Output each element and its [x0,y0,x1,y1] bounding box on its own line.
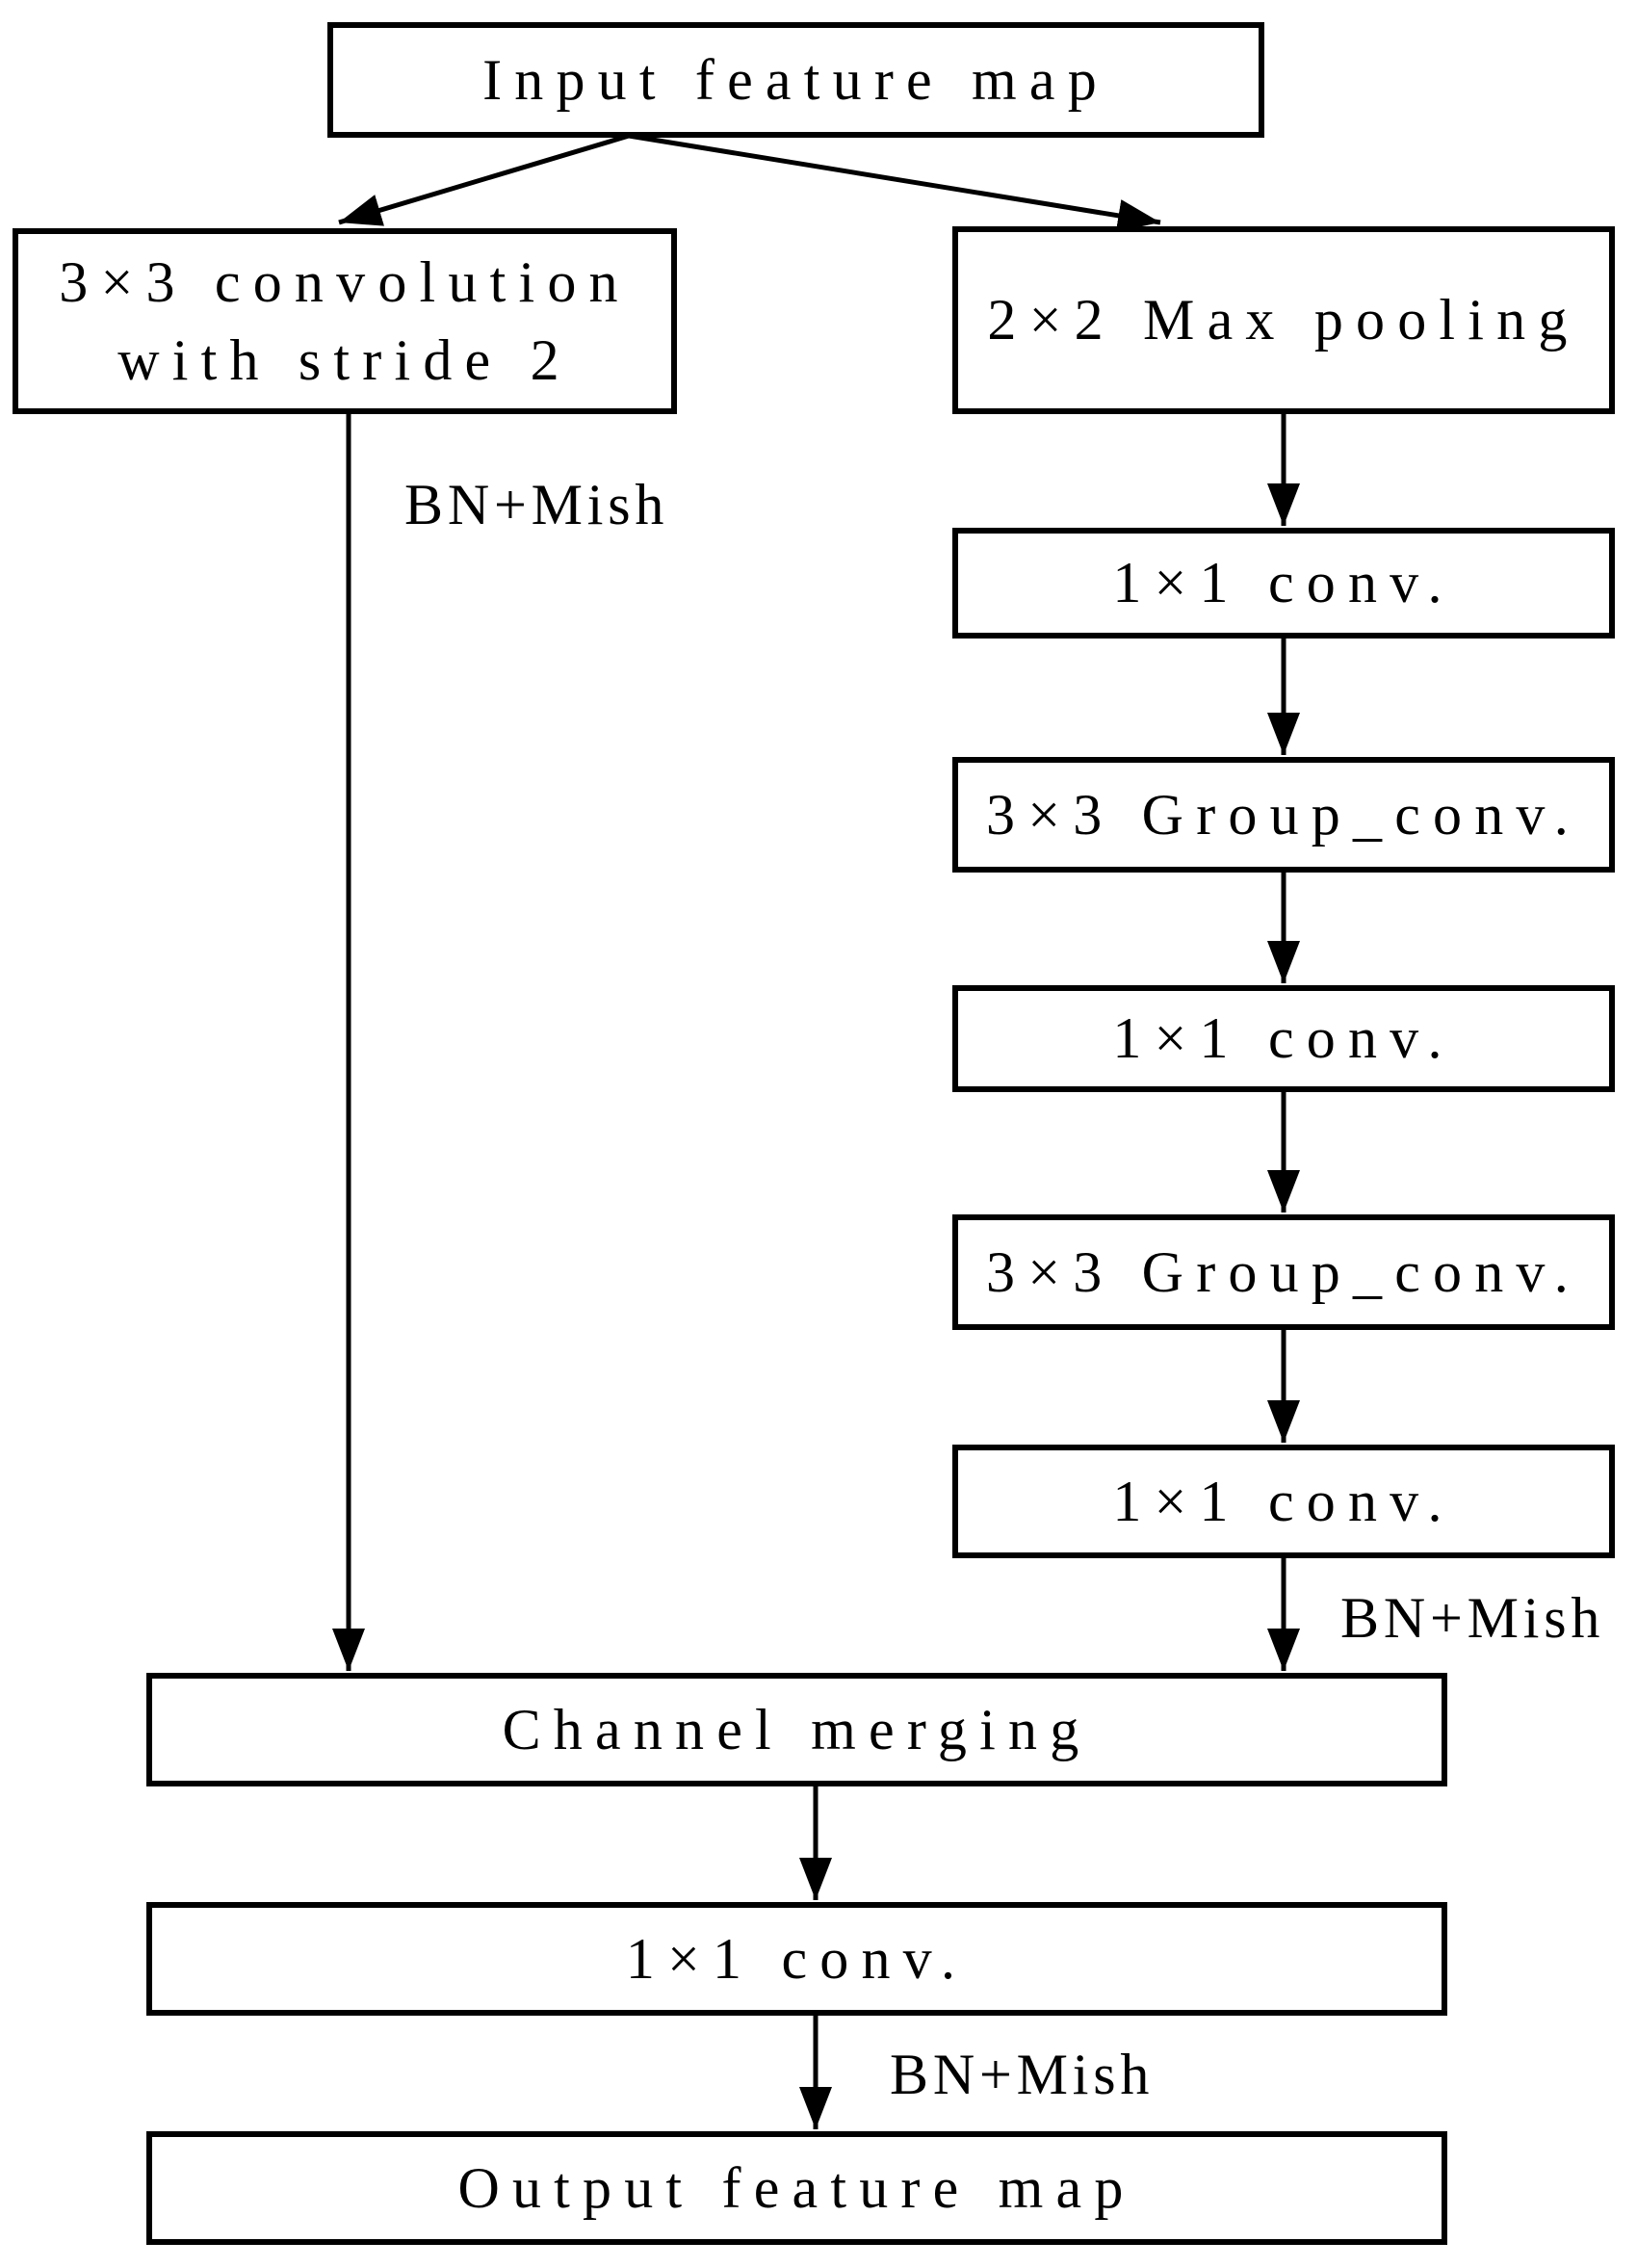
node-2x2-max-pooling: 2×2 Max pooling [952,226,1615,414]
node-input-label: Input feature map [482,47,1109,112]
node-stride-label: 3×3 convolution with stride 2 [59,244,630,400]
bn-mish-label-left-branch: BN+Mish [404,473,669,536]
node-1x1-conv-4: 1×1 conv. [146,1902,1447,2016]
node-conv4-label: 1×1 conv. [625,1926,969,1991]
node-merge-label: Channel merging [502,1697,1092,1761]
node-1x1-conv-2: 1×1 conv. [952,985,1615,1092]
node-output-feature-map: Output feature map [146,2131,1447,2245]
node-conv3-label: 1×1 conv. [1112,1469,1455,1533]
node-1x1-conv-3: 1×1 conv. [952,1445,1615,1558]
bn-mish-label-right-branch: BN+Mish [1340,1586,1605,1650]
node-group2-label: 3×3 Group_conv. [986,1239,1581,1304]
bn-mish-label-bottom: BN+Mish [890,2043,1155,2106]
node-3x3-convolution-stride-2: 3×3 convolution with stride 2 [13,228,677,414]
node-input-feature-map: Input feature map [327,22,1264,138]
node-channel-merging: Channel merging [146,1673,1447,1786]
edge-input-to-maxpool [628,133,1161,232]
node-1x1-conv-1: 1×1 conv. [952,528,1615,639]
node-3x3-group-conv-2: 3×3 Group_conv. [952,1214,1615,1330]
node-3x3-group-conv-1: 3×3 Group_conv. [952,757,1615,873]
node-output-label: Output feature map [457,2155,1136,2220]
edge-input-to-stride-conv [338,133,630,226]
node-maxpool-label: 2×2 Max pooling [987,288,1580,352]
node-conv1-label: 1×1 conv. [1112,551,1455,614]
node-conv2-label: 1×1 conv. [1112,1006,1455,1070]
node-group1-label: 3×3 Group_conv. [986,782,1581,847]
node-stride-label-line1: 3×3 convolution [59,249,631,314]
node-stride-label-line2: with stride 2 [117,327,572,392]
